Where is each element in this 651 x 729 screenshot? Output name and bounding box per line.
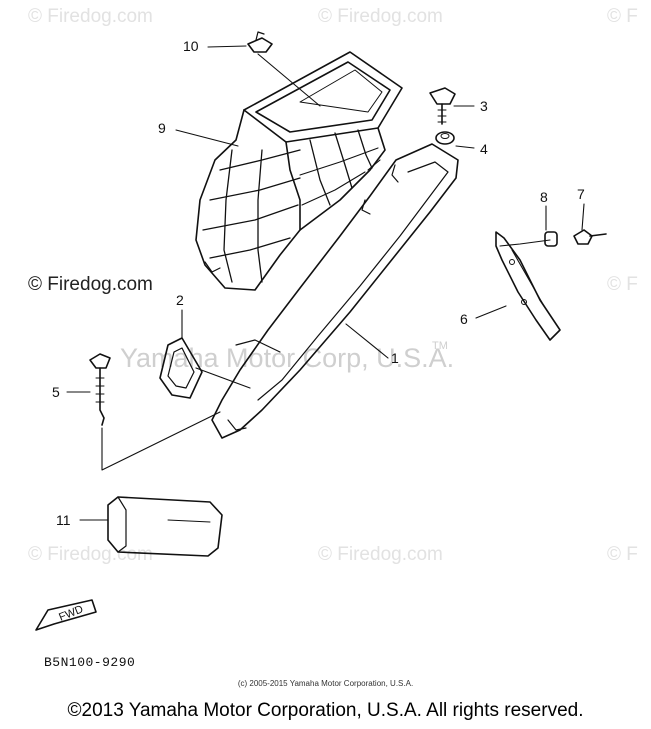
leader-lines bbox=[66, 45, 585, 521]
part-label-11: 11 bbox=[56, 512, 71, 528]
part-11-pad bbox=[107, 496, 223, 557]
part-label-2: 2 bbox=[176, 292, 184, 308]
part-label-6: 6 bbox=[460, 311, 468, 327]
part-label-3: 3 bbox=[480, 98, 488, 114]
part-9-air-duct bbox=[195, 51, 403, 291]
part-label-10: 10 bbox=[183, 38, 199, 54]
watermark-bottom-3: © F bbox=[607, 544, 638, 565]
part-label-9: 9 bbox=[158, 120, 166, 136]
fwd-arrow: FWD bbox=[35, 599, 97, 631]
watermark-top-3: © F bbox=[607, 6, 638, 27]
part-label-7: 7 bbox=[577, 186, 585, 202]
part-8-grommet bbox=[544, 231, 558, 247]
diagram-code: B5N100-9290 bbox=[44, 655, 136, 670]
part-7-screw bbox=[573, 229, 607, 245]
watermark-bottom-2: © Firedog.com bbox=[318, 544, 443, 565]
footer-copyright: ©2013 Yamaha Motor Corporation, U.S.A. A… bbox=[67, 700, 584, 721]
part-label-5: 5 bbox=[52, 384, 60, 400]
watermark-center: Yamaha Motor Corp, U.S.A. bbox=[120, 343, 455, 373]
part-1-side-cover bbox=[211, 143, 459, 439]
part-6-bracket bbox=[495, 231, 561, 341]
watermark-top-1: © Firedog.com bbox=[28, 6, 153, 27]
part-4-collar bbox=[435, 131, 455, 145]
part-label-8: 8 bbox=[540, 189, 548, 205]
watermark-top-2: © Firedog.com bbox=[318, 6, 443, 27]
watermark-middle-right: © F bbox=[607, 274, 638, 295]
small-copyright: (c) 2005-2015 Yamaha Motor Corporation, … bbox=[237, 679, 414, 688]
part-10-clip bbox=[247, 31, 273, 53]
part-label-1: 1 bbox=[391, 350, 399, 366]
part-5-bolt bbox=[89, 353, 111, 426]
part-label-4: 4 bbox=[480, 141, 488, 157]
watermark-trademark: TM bbox=[432, 340, 448, 352]
part-3-wing-bolt bbox=[429, 87, 456, 125]
watermark-middle-left: © Firedog.com bbox=[28, 274, 153, 295]
